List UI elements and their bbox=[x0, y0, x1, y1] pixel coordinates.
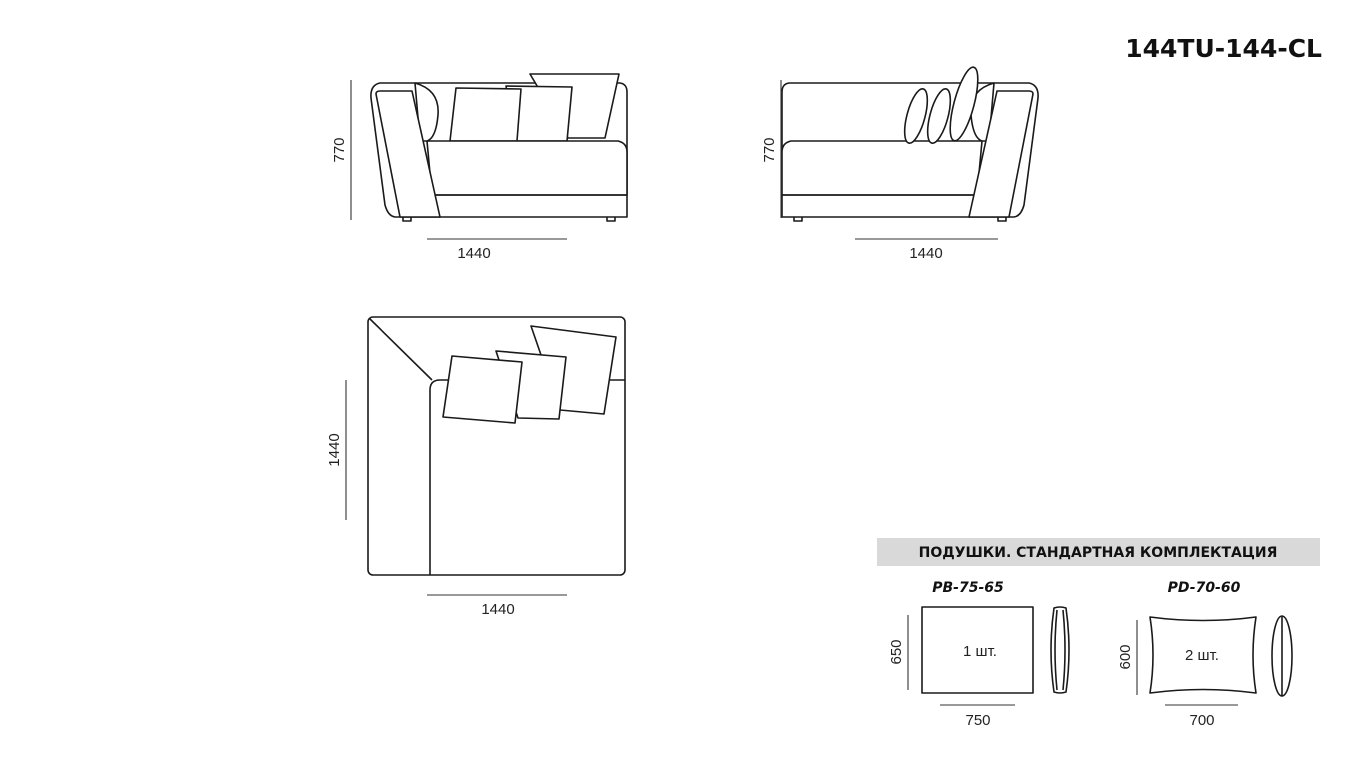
round-pillow bbox=[903, 88, 929, 144]
round-pillow bbox=[926, 88, 952, 144]
model-title: 144TU-144-CL bbox=[1125, 34, 1322, 63]
height-label: 770 bbox=[331, 137, 348, 162]
arm-bolster bbox=[414, 82, 439, 142]
cushion-side bbox=[1050, 606, 1070, 694]
legend-heading: ПОДУШКИ. СТАНДАРТНАЯ КОМПЛЕКТАЦИЯ bbox=[919, 545, 1278, 561]
pillow bbox=[442, 355, 523, 424]
cushion-code: PB-75-65 bbox=[932, 580, 1004, 596]
front-view-right: 770 1440 bbox=[761, 66, 1039, 262]
cushion-code: PD-70-60 bbox=[1168, 580, 1241, 596]
width-label: 700 bbox=[1189, 712, 1214, 729]
height-label: 770 bbox=[761, 137, 778, 162]
legend-heading-bar bbox=[877, 538, 1320, 566]
cushion-qty: 2 шт. bbox=[1185, 647, 1219, 664]
round-pillow bbox=[949, 66, 979, 142]
width-label: 750 bbox=[965, 712, 990, 729]
depth-label: 1440 bbox=[326, 433, 343, 466]
height-label: 600 bbox=[1117, 644, 1134, 669]
cushion-front bbox=[1149, 616, 1257, 694]
cushion-qty: 1 шт. bbox=[963, 643, 997, 660]
width-label: 1440 bbox=[909, 245, 942, 262]
width-label: 1440 bbox=[457, 245, 490, 262]
height-label: 650 bbox=[888, 639, 905, 664]
top-view: 1440 1440 bbox=[326, 316, 626, 618]
arm-panel bbox=[375, 90, 441, 218]
cushion-front bbox=[921, 606, 1034, 694]
width-label: 1440 bbox=[481, 601, 514, 618]
pillow bbox=[449, 87, 522, 142]
seat-cushion bbox=[426, 140, 628, 196]
cushion-legend: ПОДУШКИ. СТАНДАРТНАЯ КОМПЛЕКТАЦИЯ PB-75-… bbox=[877, 538, 1320, 729]
front-view-left: 770 1440 bbox=[331, 73, 628, 262]
